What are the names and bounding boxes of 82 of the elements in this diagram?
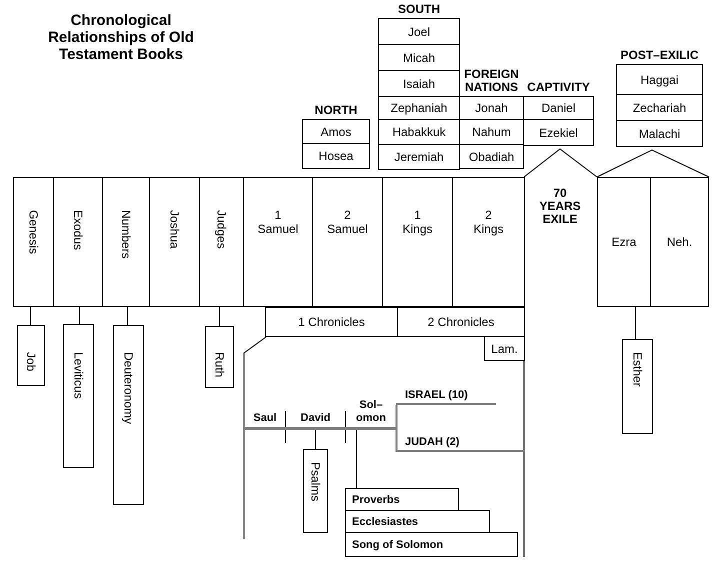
book-box bbox=[650, 177, 709, 307]
book-box bbox=[345, 488, 459, 511]
book-box bbox=[303, 449, 328, 533]
kingdom-line bbox=[396, 435, 525, 452]
book-box bbox=[13, 177, 54, 307]
connector-line bbox=[396, 405, 398, 430]
book-box bbox=[63, 324, 94, 468]
book-name: Isaiah bbox=[402, 76, 436, 90]
book-name: Ezra bbox=[612, 235, 636, 249]
book-name: Deuteronomy bbox=[122, 352, 136, 424]
book-box bbox=[597, 177, 651, 307]
book-name: Jeremiah bbox=[394, 150, 444, 164]
period-label: 70 YEARS EXILE bbox=[539, 187, 581, 226]
book-name: Micah bbox=[402, 50, 435, 64]
book-name: Psalms bbox=[308, 462, 322, 502]
group-heading: FOREIGN NATIONS bbox=[463, 68, 520, 94]
book-name: Ecclesiastes bbox=[352, 514, 418, 528]
book-name: Ezekiel bbox=[539, 126, 578, 140]
book-name: Joel bbox=[408, 24, 430, 38]
book-name: Zephaniah bbox=[390, 101, 448, 115]
book-box bbox=[149, 177, 200, 307]
book-name: Daniel bbox=[541, 101, 576, 115]
connector-line bbox=[356, 430, 357, 488]
book-box bbox=[53, 177, 103, 307]
king-name: Sol– omon bbox=[356, 399, 386, 425]
group-heading: NORTH bbox=[314, 104, 358, 117]
connector-line bbox=[635, 306, 636, 340]
book-box bbox=[243, 177, 313, 307]
book-name: Neh. bbox=[666, 235, 692, 249]
king-name: Saul bbox=[253, 412, 277, 425]
group-heading: POST–EXILIC bbox=[619, 49, 700, 62]
book-name: Esther bbox=[630, 352, 644, 387]
kingdom-name: JUDAH (2) bbox=[405, 436, 460, 449]
connector-line bbox=[79, 306, 80, 324]
book-name: Song of Solomon bbox=[352, 538, 444, 552]
book-box bbox=[397, 306, 525, 337]
book-box bbox=[205, 326, 234, 388]
book-name: 2 Kings bbox=[473, 208, 504, 236]
book-name: Obadiah bbox=[468, 150, 514, 164]
book-name: Joshua bbox=[168, 210, 182, 249]
king-name: David bbox=[300, 412, 330, 425]
book-name: 1 Kings bbox=[402, 208, 432, 236]
book-box bbox=[484, 336, 525, 361]
book-box bbox=[17, 325, 45, 386]
book-name: Nahum bbox=[472, 125, 511, 139]
book-name: 1 Samuel bbox=[258, 208, 298, 236]
book-box bbox=[622, 339, 653, 434]
book-name: Amos bbox=[320, 124, 352, 138]
book-name: Habakkuk bbox=[392, 125, 446, 139]
connector-line bbox=[396, 430, 398, 452]
book-name: Proverbs bbox=[352, 492, 400, 506]
book-name: Exodus bbox=[71, 210, 85, 250]
book-box bbox=[113, 325, 144, 505]
book-box bbox=[102, 177, 150, 307]
book-name: Genesis bbox=[26, 210, 40, 254]
book-name: Jonah bbox=[475, 101, 508, 115]
book-name: Haggai bbox=[640, 72, 679, 86]
book-name: Ruth bbox=[212, 352, 226, 378]
kingdom-line bbox=[396, 388, 496, 405]
book-box bbox=[345, 532, 518, 557]
diagram-title: Chronological Relationships of Old Testament Books bbox=[47, 12, 195, 63]
book-name: Malachi bbox=[638, 126, 680, 140]
book-name: Leviticus bbox=[72, 352, 86, 399]
connector-line bbox=[30, 306, 31, 326]
book-name: 2 Chronicles bbox=[428, 315, 494, 329]
book-name: Lam. bbox=[491, 342, 518, 356]
connector-line bbox=[127, 306, 128, 326]
kingdom-name: ISRAEL (10) bbox=[405, 389, 468, 402]
book-box bbox=[199, 177, 244, 307]
book-name: 2 Samuel bbox=[327, 208, 368, 236]
book-name: Judges bbox=[214, 210, 228, 249]
book-name: 1 Chronicles bbox=[298, 315, 365, 329]
book-box bbox=[345, 510, 490, 533]
book-name: Zechariah bbox=[632, 100, 686, 114]
book-name: Hosea bbox=[318, 149, 354, 163]
connector-line bbox=[315, 430, 316, 450]
book-box bbox=[265, 306, 398, 337]
book-box bbox=[452, 177, 525, 307]
group-heading: SOUTH bbox=[397, 3, 441, 16]
book-name: Numbers bbox=[119, 210, 133, 259]
book-name: Job bbox=[24, 352, 38, 372]
connector-line bbox=[219, 306, 220, 326]
